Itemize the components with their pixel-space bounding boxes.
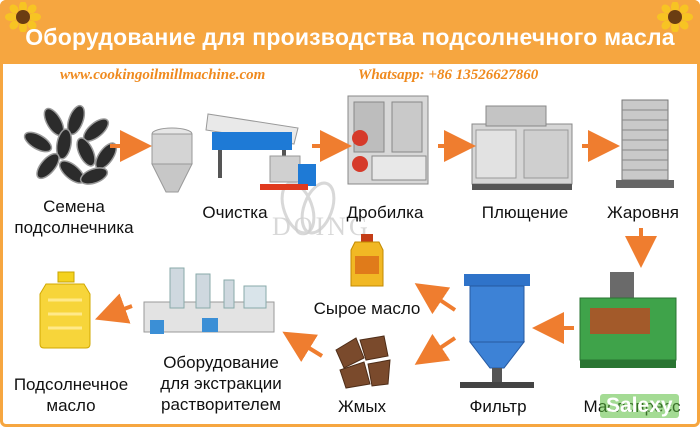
sunflower-seeds-image: [23, 104, 118, 185]
label-crushing: Дробилка: [346, 203, 424, 222]
label-final-oil-line1: Подсолнечное: [13, 375, 129, 394]
header-bar: [0, 0, 700, 64]
label-extraction-line2: для экстракции: [160, 374, 282, 393]
label-extraction: Оборудование для экстракции растворителе…: [144, 352, 298, 415]
filter-machine-image: [460, 274, 534, 388]
sunflower-icon: [657, 2, 693, 32]
label-cake: Жмых: [337, 397, 387, 416]
label-crude-oil: Сырое масло: [313, 299, 421, 318]
extraction-plant-image: [143, 267, 275, 334]
watermark-logo: [280, 181, 336, 235]
watermark-text: DOING: [272, 212, 371, 241]
sunflower-icon: [5, 2, 41, 32]
label-final-oil-line2: масло: [46, 396, 96, 415]
oil-press-image: [579, 272, 677, 368]
label-seeds-line2: подсолнечника: [14, 218, 134, 237]
crude-oil-bottle-image: [350, 234, 384, 287]
label-cleaning: Очистка: [202, 203, 268, 222]
label-final-oil: Подсолнечное масло: [4, 374, 138, 416]
label-seeds: Семена подсолнечника: [4, 196, 144, 238]
label-extraction-line3: растворителем: [161, 395, 281, 414]
cleaning-machine-image: [151, 113, 316, 193]
oil-cake-image: [335, 335, 391, 389]
label-roasting: Жаровня: [607, 203, 679, 222]
label-seeds-line1: Семена: [43, 197, 105, 216]
label-flaking: Плющение: [481, 203, 569, 222]
corner-watermark-badge: Salexy: [600, 394, 679, 418]
website-text: www.cookingoilmillmachine.com: [60, 67, 266, 83]
whatsapp-text: Whatsapp: +86 13526627860: [358, 67, 539, 83]
label-filter: Фильтр: [469, 397, 527, 416]
flaking-machine-image: [471, 105, 573, 190]
crushing-machine-image: [347, 95, 429, 185]
label-extraction-line1: Оборудование: [163, 353, 279, 372]
diagram-title: Оборудование для производства подсолнечн…: [25, 24, 675, 50]
oil-bottle-image: [39, 271, 91, 349]
roasting-machine-image: [616, 99, 674, 188]
